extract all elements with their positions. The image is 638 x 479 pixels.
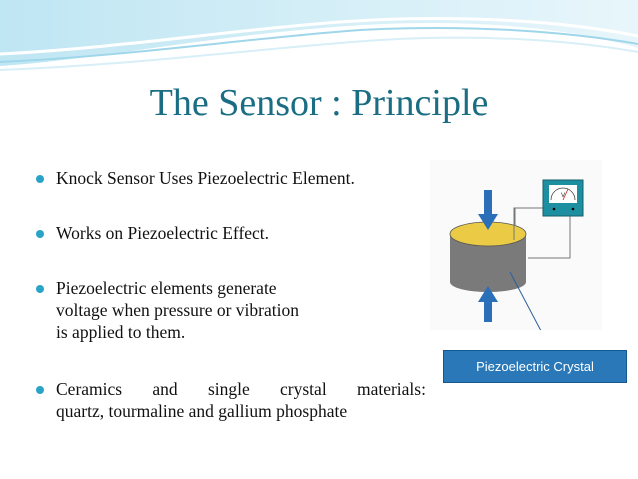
bullet-dot-icon <box>36 230 44 238</box>
bullet-text-line: is applied to them. <box>56 322 186 342</box>
piezoelectric-diagram: V <box>430 160 602 330</box>
bullet-item: Works on Piezoelectric Effect. <box>36 222 270 244</box>
bullet-item: Ceramics and single crystal materials: q… <box>36 378 426 422</box>
bullet-text: Works on Piezoelectric Effect. <box>56 223 270 243</box>
bullet-dot-icon <box>36 386 44 394</box>
bullet-text-line: Piezoelectric elements generate <box>56 278 277 298</box>
voltmeter-label: V <box>561 192 566 199</box>
bullet-item: Piezoelectric elements generate voltage … <box>36 277 356 343</box>
crystal-bottom <box>450 272 526 292</box>
bullet-word: crystal <box>280 379 327 399</box>
bullet-word: and <box>152 379 178 399</box>
pressure-arrow-top-icon <box>478 214 498 230</box>
caption-pointer <box>509 271 542 330</box>
bullet-dot-icon <box>36 175 44 183</box>
diagram-caption: Piezoelectric Crystal <box>443 350 627 383</box>
bullet-dot-icon <box>36 285 44 293</box>
bullet-word: Ceramics <box>56 379 123 399</box>
bullet-text: Knock Sensor Uses Piezoelectric Element. <box>56 168 355 188</box>
wire-to-meter-b <box>528 216 571 259</box>
bullet-item: Knock Sensor Uses Piezoelectric Element. <box>36 167 355 189</box>
bullet-word: single <box>207 379 250 399</box>
slide-title: The Sensor : Principle <box>149 82 489 124</box>
bullet-text-line: quartz, tourmaline and gallium phosphate <box>56 401 348 421</box>
pressure-arrow-bottom-icon <box>478 286 498 302</box>
bullet-text-line: Ceramics and single crystal materials: <box>56 378 426 400</box>
header-wave-decoration <box>0 0 638 71</box>
bullet-text-line: voltage when pressure or vibration <box>56 300 299 320</box>
pressure-arrow-top-shaft <box>484 190 492 218</box>
pressure-arrow-bottom-shaft <box>484 300 492 322</box>
bullet-word: materials: <box>356 379 426 399</box>
